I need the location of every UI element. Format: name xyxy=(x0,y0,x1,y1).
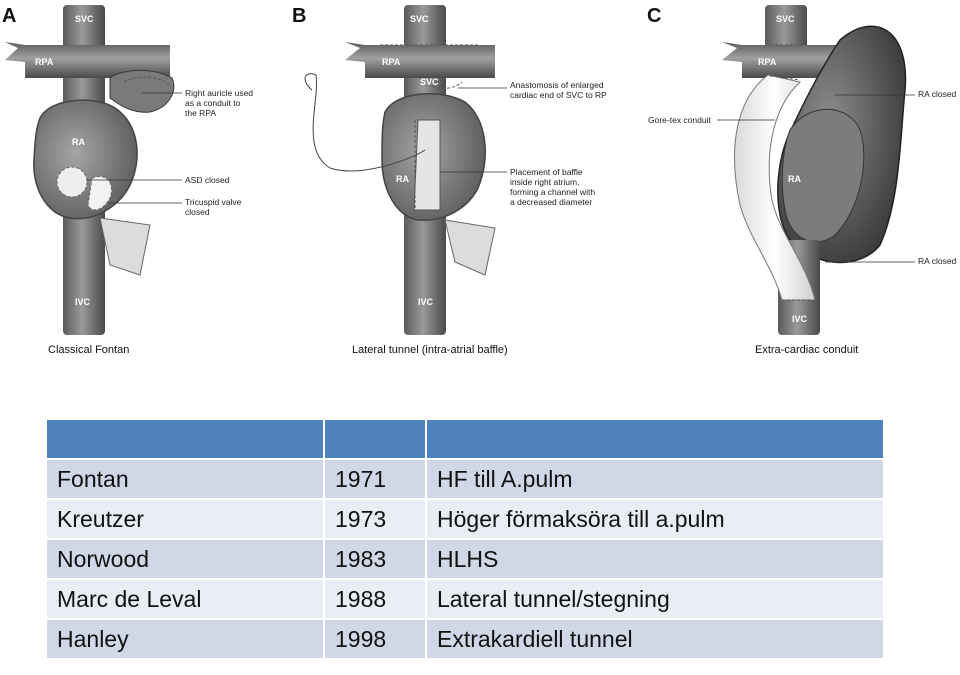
panel-a-annotation-asd: ASD closed xyxy=(185,175,230,185)
fontan-history-table: Fontan 1971 HF till A.pulm Kreutzer 1973… xyxy=(45,418,885,660)
panel-c-rpa-vessel xyxy=(722,42,850,78)
cell-name: Hanley xyxy=(47,620,323,658)
cell-year: 1971 xyxy=(325,460,425,498)
table-row: Norwood 1983 HLHS xyxy=(47,540,883,578)
panel-a-ivc-label: IVC xyxy=(75,297,91,307)
cell-year: 1998 xyxy=(325,620,425,658)
panel-a-right-atrium xyxy=(33,99,138,220)
table-row: Kreutzer 1973 Höger förmaksöra till a.pu… xyxy=(47,500,883,538)
table-header-row xyxy=(47,420,883,458)
cell-description: HF till A.pulm xyxy=(427,460,883,498)
fontan-procedures-diagram: A SVC RPA RA IVC Right auricle used as a… xyxy=(2,5,957,356)
panel-a-rpa-label: RPA xyxy=(35,57,54,67)
cell-year: 1988 xyxy=(325,580,425,618)
cell-name: Marc de Leval xyxy=(47,580,323,618)
cell-year: 1973 xyxy=(325,500,425,538)
panel-a-ventricle xyxy=(99,217,151,276)
panel-a-tricuspid-patch xyxy=(87,176,113,211)
panel-b-ivc-label: IVC xyxy=(418,297,434,307)
panel-c-svc-label: SVC xyxy=(776,14,795,24)
panel-b-rpa-vessel xyxy=(345,42,495,78)
panel-a-ra-label: RA xyxy=(72,137,85,147)
table-row: Hanley 1998 Extrakardiell tunnel xyxy=(47,620,883,658)
panel-c: C SVC RPA RA IVC Gore-tex conduit RA clo… xyxy=(647,5,957,356)
cell-description: Höger förmaksöra till a.pulm xyxy=(427,500,883,538)
cell-year: 1983 xyxy=(325,540,425,578)
cell-description: Extrakardiell tunnel xyxy=(427,620,883,658)
panel-a: A SVC RPA RA IVC Right auricle used as a… xyxy=(2,5,255,356)
panel-a-letter: A xyxy=(2,5,16,27)
panel-a-right-auricle xyxy=(109,69,175,113)
panel-c-annotation-ra-closed-top: RA closed xyxy=(918,89,957,99)
panel-c-letter: C xyxy=(647,5,661,27)
cell-description: Lateral tunnel/stegning xyxy=(427,580,883,618)
panel-c-ra-label: RA xyxy=(788,174,801,184)
panel-b-ventricle xyxy=(444,219,496,276)
panel-b: B SVC RPA SVC RA IVC Anastomosis of enla… xyxy=(292,5,607,356)
panel-b-letter: B xyxy=(292,5,306,27)
panel-a-asd-patch xyxy=(56,166,88,198)
panel-c-rpa-label: RPA xyxy=(758,57,777,67)
panel-a-annotation-tricuspid: Tricuspid valve closed xyxy=(185,197,244,217)
panel-b-svc-inner-label: SVC xyxy=(420,77,439,87)
panel-b-svc-label: SVC xyxy=(410,14,429,24)
panel-b-annotation-baffle: Placement of baffle inside right atrium,… xyxy=(510,167,597,207)
panel-b-ra-label: RA xyxy=(396,174,409,184)
panel-c-ivc-label: IVC xyxy=(792,314,808,324)
table-header-cell-name xyxy=(47,420,323,458)
panel-b-rpa-label: RPA xyxy=(382,57,401,67)
panel-c-annotation-ra-closed-bottom: RA closed xyxy=(918,256,957,266)
table-row: Marc de Leval 1988 Lateral tunnel/stegni… xyxy=(47,580,883,618)
cell-name: Fontan xyxy=(47,460,323,498)
panel-a-annotation-auricle: Right auricle used as a conduit to the R… xyxy=(185,88,255,118)
panel-a-svc-label: SVC xyxy=(75,14,94,24)
panel-a-rpa-vessel xyxy=(5,42,170,78)
panel-c-caption: Extra-cardiac conduit xyxy=(755,344,858,356)
table-header-cell-description xyxy=(427,420,883,458)
table-row: Fontan 1971 HF till A.pulm xyxy=(47,460,883,498)
panel-b-suture-thread xyxy=(304,73,426,172)
panel-b-baffle xyxy=(413,119,441,211)
panel-b-caption: Lateral tunnel (intra-atrial baffle) xyxy=(352,344,508,356)
cell-description: HLHS xyxy=(427,540,883,578)
table-header-cell-year xyxy=(325,420,425,458)
panel-a-caption: Classical Fontan xyxy=(48,344,129,356)
cell-name: Kreutzer xyxy=(47,500,323,538)
panel-c-annotation-conduit: Gore-tex conduit xyxy=(648,115,711,125)
cell-name: Norwood xyxy=(47,540,323,578)
panel-b-annotation-anastomosis: Anastomosis of enlarged cardiac end of S… xyxy=(510,80,607,100)
panel-c-right-atrium xyxy=(781,108,865,243)
